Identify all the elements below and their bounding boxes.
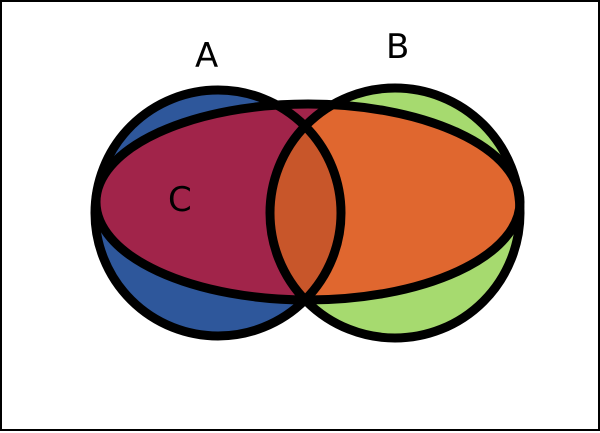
set-c-outline [91, 99, 525, 305]
intersection-a-b-c [270, 104, 341, 300]
label-c: C [168, 180, 192, 220]
label-a: A [195, 36, 218, 76]
label-b: B [386, 27, 409, 67]
